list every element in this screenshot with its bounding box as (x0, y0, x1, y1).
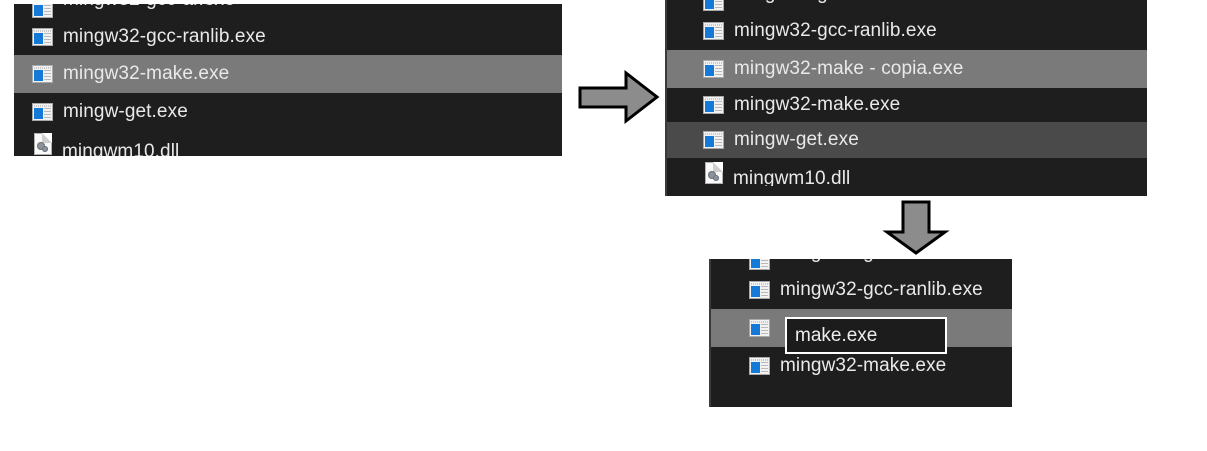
rename-input-value: make.exe (795, 324, 878, 346)
dll-icon (705, 162, 723, 184)
list-item[interactable]: mingw32-gcc-ar.exe (14, 4, 562, 18)
exe-icon (32, 27, 53, 46)
exe-icon (703, 96, 724, 114)
exe-icon (749, 319, 770, 337)
list-item[interactable]: mingw32-gcc-ranlib.exe (667, 12, 1147, 50)
list-item[interactable]: mingw32-gcc-ranlib.exe (14, 18, 562, 55)
exe-icon (703, 131, 724, 149)
file-list-panel-after-copy[interactable]: mingw32-gcc-ranlib.exe mingw32-gcc-ranli… (665, 0, 1147, 196)
list-item[interactable]: mingw32-gcc-ranlib.exe (667, 0, 1147, 12)
list-item-hover[interactable]: mingw-get.exe (667, 122, 1147, 158)
list-item-label: mingw32-gcc-nm.exe (780, 259, 962, 264)
list-item-label: mingw32-gcc-ranlib.exe (734, 0, 937, 5)
list-item-label: mingw32-make - copia.exe (734, 58, 964, 79)
list-item-label: mingwm10.dll (733, 168, 851, 186)
arrow-right-icon (578, 70, 660, 125)
exe-icon (703, 60, 724, 78)
exe-icon (749, 281, 770, 299)
list-item-selected[interactable]: mingw32-make - copia.exe (667, 50, 1147, 88)
exe-icon (32, 65, 53, 83)
list-item-selected[interactable]: mingw32-make.exe (14, 55, 562, 93)
dll-icon (34, 133, 52, 155)
list-item-label: mingw32-make.exe (63, 63, 230, 84)
list-item-label: mingw32-make.exe (734, 94, 901, 115)
list-item[interactable]: mingwm10.dll (14, 131, 562, 156)
rename-input[interactable]: make.exe (785, 317, 947, 354)
list-item-label: mingw-get.exe (63, 101, 188, 122)
exe-icon (32, 103, 53, 121)
exe-icon (703, 0, 724, 11)
list-item-label: mingw-get.exe (734, 129, 859, 150)
list-item-label: mingw32-gcc-ranlib.exe (780, 279, 983, 300)
list-item-label: mingw32-gcc-ranlib.exe (63, 25, 266, 47)
list-item[interactable]: mingw32-make.exe (667, 88, 1147, 122)
list-item[interactable]: mingw32-gcc-nm.exe (711, 259, 1012, 271)
list-item-label: mingwm10.dll (62, 140, 180, 157)
list-item[interactable]: mingw32-gcc-ranlib.exe (711, 271, 1012, 309)
exe-icon (749, 357, 770, 375)
file-list-panel-before[interactable]: mingw32-gcc-ar.exe mingw32-gcc-ranlib.ex… (14, 4, 562, 156)
list-item-label: mingw32-gcc-ar.exe (63, 4, 235, 11)
list-item-label: mingw32-make.exe (780, 355, 947, 376)
arrow-down-icon (882, 200, 950, 256)
list-item-label: mingw32-gcc-ranlib.exe (734, 20, 937, 41)
list-item[interactable]: mingwm10.dll (667, 158, 1147, 186)
exe-icon (703, 22, 724, 40)
list-item[interactable]: mingw-get.exe (14, 93, 562, 131)
exe-icon (32, 4, 53, 18)
exe-icon (749, 259, 770, 270)
